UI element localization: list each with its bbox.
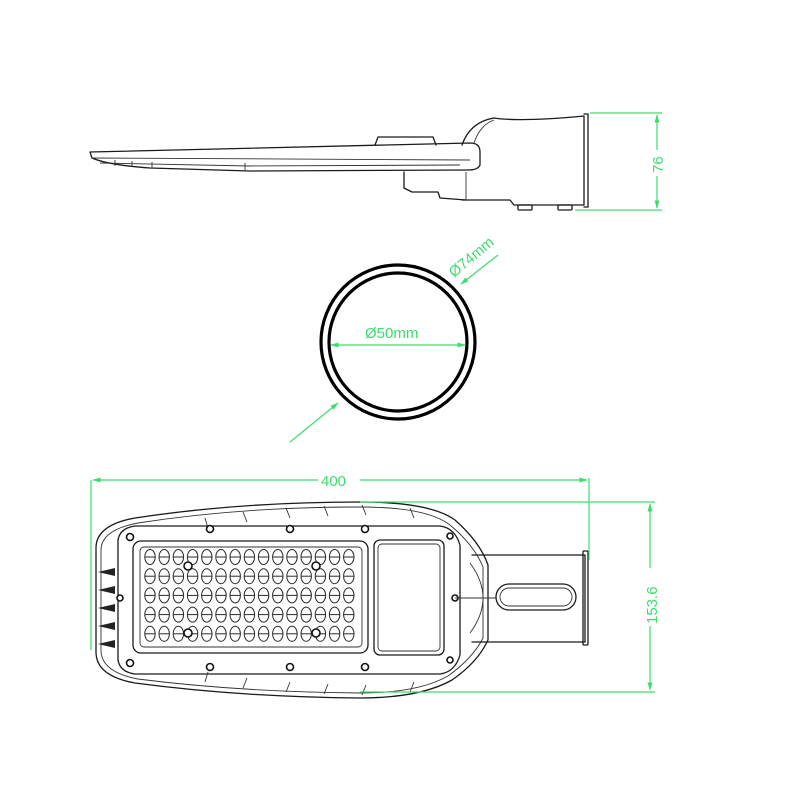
- outer-diameter-label: Ø74mm: [446, 234, 498, 281]
- panel-screw: [183, 561, 193, 571]
- panel-screw: [311, 561, 321, 571]
- cooling-fins-top: [204, 504, 415, 529]
- inner-diameter-label: Ø50mm: [365, 325, 418, 342]
- panel-screw: [183, 628, 193, 638]
- side-view: [89, 113, 589, 211]
- pole-cross-section: [319, 263, 477, 421]
- cooling-fins-bottom: [204, 671, 415, 696]
- height-dimension: 76: [575, 112, 667, 211]
- screws: [116, 524, 459, 672]
- width-label: 153.6: [644, 586, 661, 624]
- width-dimension: 153.6: [360, 501, 661, 693]
- length-dimension: 400: [90, 473, 590, 650]
- led-array: [144, 549, 355, 642]
- pole-connector: [455, 550, 589, 646]
- height-label: 76: [650, 156, 667, 173]
- length-label: 400: [321, 473, 346, 490]
- cooling-fins-left: [98, 568, 115, 648]
- panel-screw: [311, 628, 321, 638]
- bottom-view: [95, 501, 589, 699]
- inner-diameter-dimension: Ø50mm: [330, 325, 466, 348]
